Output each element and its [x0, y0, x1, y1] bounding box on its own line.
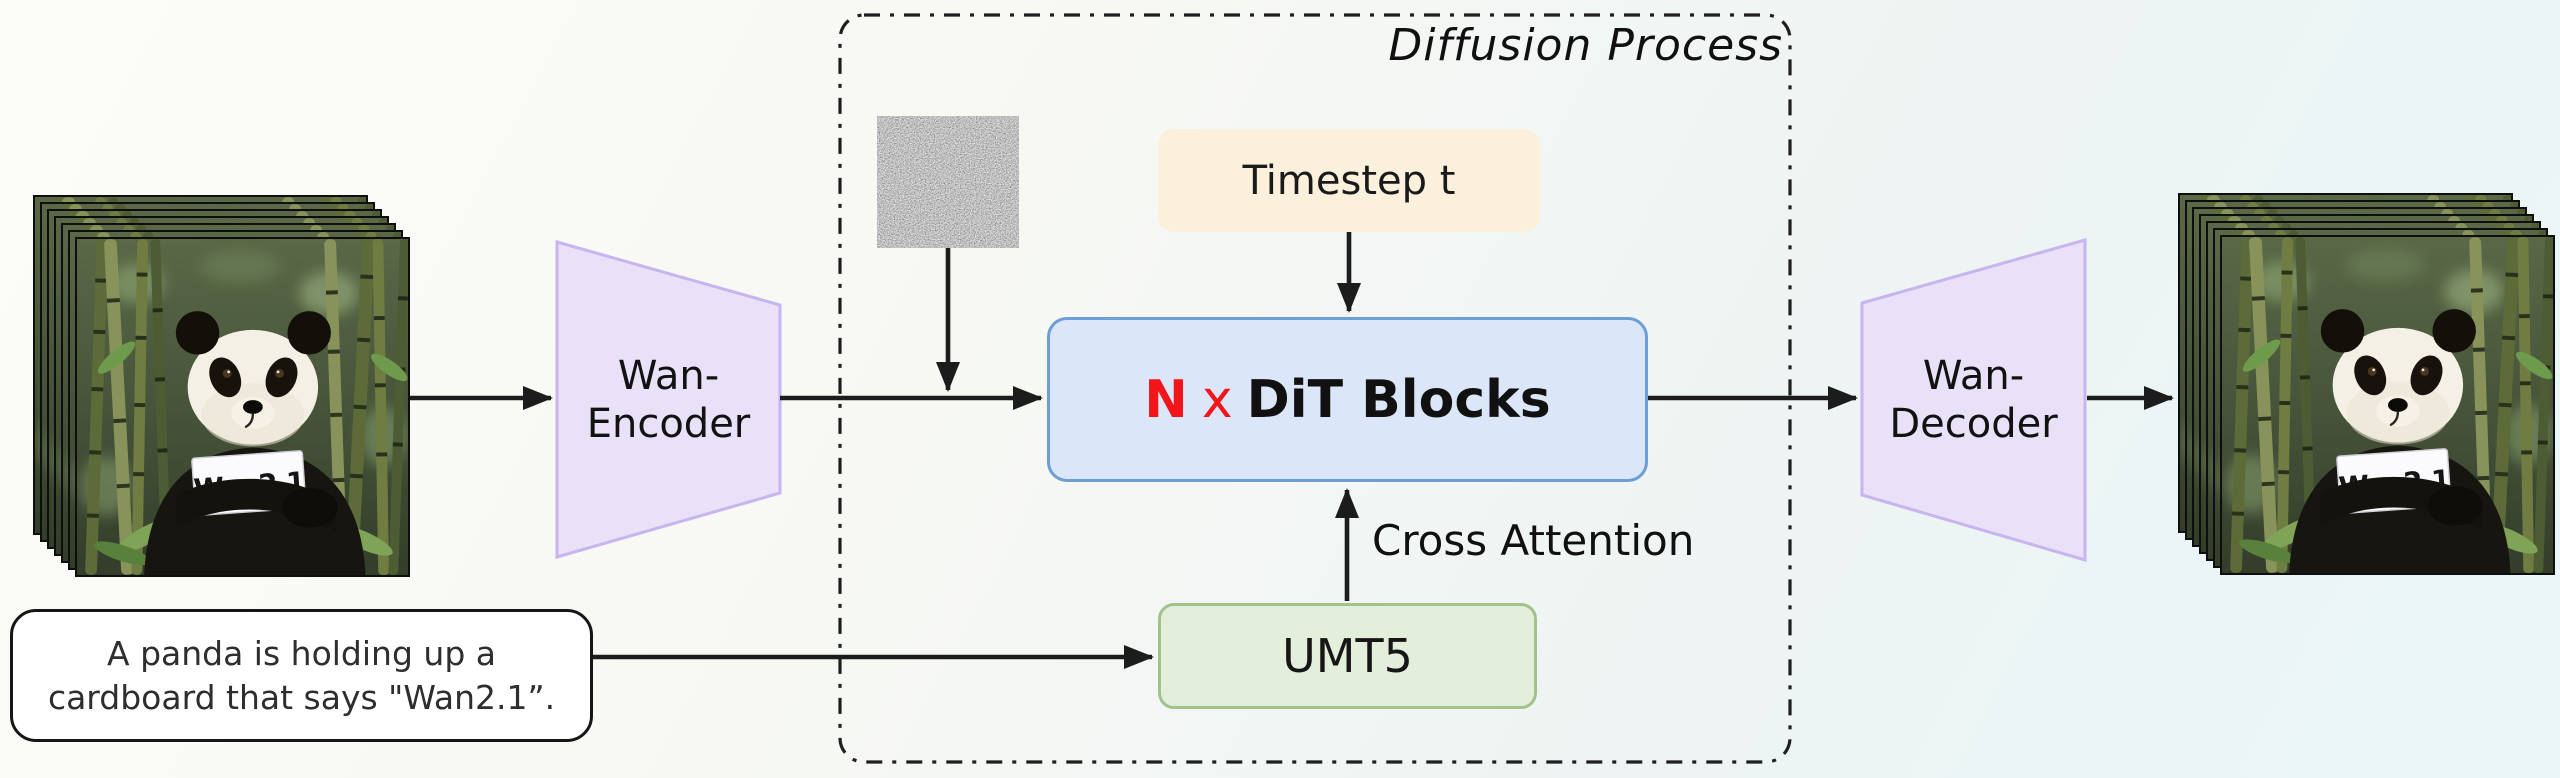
timestep-box: Timestep t: [1158, 129, 1540, 232]
umt5-label: UMT5: [1282, 629, 1413, 683]
cross-attention-label: Cross Attention: [1372, 516, 1695, 565]
video-frame-front: [75, 237, 410, 577]
prompt-line-1: A panda is holding up a: [107, 633, 496, 673]
text-prompt-box: A panda is holding up a cardboard that s…: [10, 609, 593, 742]
prompt-line-2: cardboard that says "Wan2.1”.: [47, 677, 556, 717]
wan-decoder-label: Wan- Decoder: [1862, 352, 2085, 448]
video-frame-front: [2220, 235, 2555, 575]
diffusion-process-container: [838, 13, 1792, 764]
wan-decoder-line1: Wan-: [1922, 353, 2025, 399]
wan-encoder-shape: [555, 240, 782, 559]
output-video-stack: [2178, 193, 2558, 578]
dit-label: DiT Blocks: [1246, 369, 1551, 430]
timestep-label: Timestep t: [1242, 157, 1456, 204]
noise-latent-thumbnail: [877, 116, 1019, 248]
umt5-box: UMT5: [1158, 603, 1537, 709]
input-video-stack: [33, 195, 413, 580]
wan-decoder-shape: [1860, 238, 2087, 562]
diffusion-process-title: Diffusion Process: [1388, 20, 1783, 71]
wan-encoder-line2: Encoder: [586, 401, 751, 447]
wan-decoder-line2: Decoder: [1889, 401, 2058, 447]
dit-blocks-box: N x DiT Blocks: [1047, 317, 1648, 482]
dit-count: N: [1144, 369, 1188, 430]
dit-times: x: [1201, 369, 1233, 430]
wan-encoder-label: Wan- Encoder: [557, 352, 780, 448]
wan-encoder-line1: Wan-: [617, 353, 720, 399]
